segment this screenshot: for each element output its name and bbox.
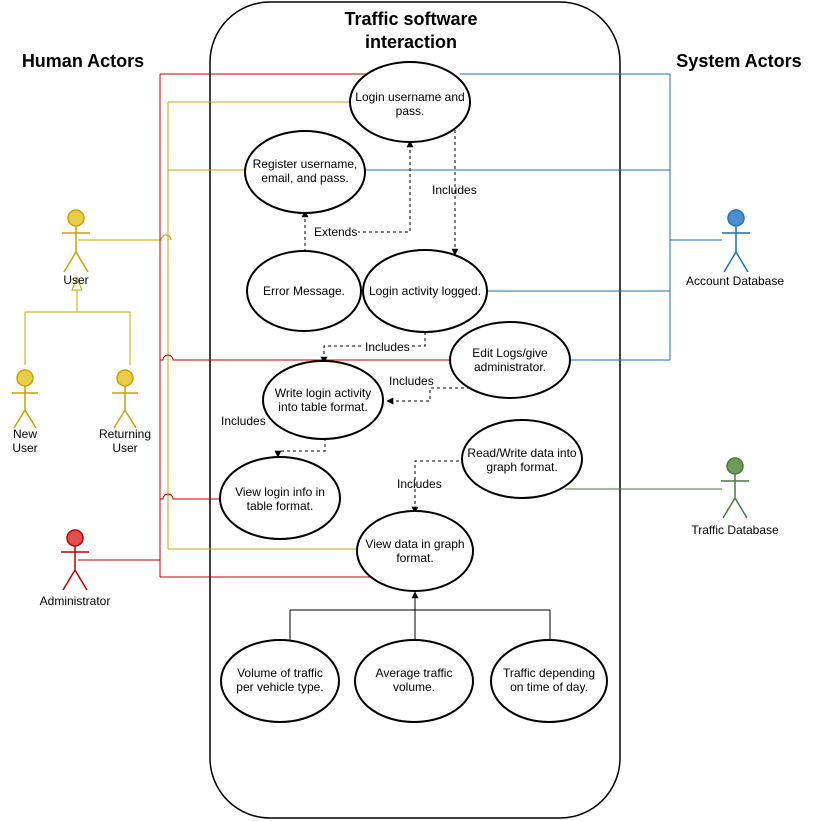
use-case-edit-logs: Edit Logs/give administrator. bbox=[449, 321, 571, 399]
use-case-error-message: Error Message. bbox=[246, 250, 362, 332]
svg-text:graph format.: graph format. bbox=[486, 460, 557, 474]
traffic-database-actor-icon bbox=[721, 457, 749, 519]
use-case-time-of-day: Traffic depending on time of day. bbox=[490, 639, 608, 723]
svg-text:Read/Write data into: Read/Write data into bbox=[467, 446, 576, 460]
svg-text:Edit Logs/give: Edit Logs/give bbox=[472, 346, 548, 360]
use-case-view-graph: View data in graph format. bbox=[356, 510, 474, 592]
returning-user-label-line1: Returning bbox=[99, 427, 151, 441]
traffic-database-label: Traffic Database bbox=[691, 523, 779, 537]
svg-text:Error Message.: Error Message. bbox=[263, 284, 345, 298]
svg-text:Traffic depending: Traffic depending bbox=[503, 666, 595, 680]
use-case-average-volume: Average traffic volume. bbox=[354, 639, 474, 723]
svg-text:volume.: volume. bbox=[393, 680, 435, 694]
includes-label-2: Includes bbox=[365, 340, 410, 354]
includes-label-4: Includes bbox=[221, 414, 266, 428]
user-associations bbox=[78, 101, 358, 550]
system-actors-header: System Actors bbox=[676, 51, 801, 71]
extends-label: Extends bbox=[314, 225, 357, 239]
includes-label-3: Includes bbox=[389, 374, 434, 388]
svg-text:per vehicle type.: per vehicle type. bbox=[236, 680, 323, 694]
system-title-line1: Traffic software bbox=[344, 9, 477, 29]
account-db-associations bbox=[365, 73, 722, 361]
subtype-tree bbox=[289, 591, 551, 640]
svg-text:Login activity logged.: Login activity logged. bbox=[369, 284, 481, 298]
new-user-actor-icon bbox=[12, 369, 38, 429]
human-actors-header: Human Actors bbox=[22, 51, 144, 71]
returning-user-actor-icon bbox=[112, 369, 138, 429]
svg-text:into table format.: into table format. bbox=[278, 400, 367, 414]
svg-text:Volume of traffic: Volume of traffic bbox=[237, 666, 323, 680]
svg-text:Write login activity: Write login activity bbox=[275, 386, 371, 400]
administrator-label: Administrator bbox=[40, 594, 111, 608]
includes-label-1: Includes bbox=[432, 183, 477, 197]
svg-text:on time of day.: on time of day. bbox=[510, 680, 588, 694]
administrator-associations bbox=[78, 73, 450, 578]
svg-text:Register username,: Register username, bbox=[253, 157, 358, 171]
new-user-label-line2: User bbox=[12, 441, 37, 455]
includes-label-2-bg bbox=[363, 340, 411, 354]
extends-label-bg bbox=[312, 224, 358, 238]
account-database-label: Account Database bbox=[686, 274, 784, 288]
svg-text:Login username and: Login username and bbox=[355, 90, 464, 104]
use-case-volume-per-vehicle: Volume of traffic per vehicle type. bbox=[220, 639, 340, 723]
use-case-login: Login username and pass. bbox=[349, 61, 471, 143]
user-actor-label: User bbox=[63, 273, 88, 287]
svg-text:email, and pass.: email, and pass. bbox=[261, 171, 348, 185]
returning-user-label-line2: User bbox=[112, 441, 137, 455]
use-case-write-table: Write login activity into table format. bbox=[262, 360, 384, 440]
account-database-actor-icon bbox=[722, 209, 750, 273]
administrator-actor-icon bbox=[61, 529, 89, 591]
use-case-register: Register username, email, and pass. bbox=[244, 130, 366, 214]
dashed-relations bbox=[274, 130, 470, 514]
includes-label-5: Includes bbox=[397, 477, 442, 491]
svg-text:format.: format. bbox=[396, 551, 433, 565]
user-actor-icon bbox=[62, 209, 90, 273]
use-case-view-table: View login info in table format. bbox=[219, 456, 341, 540]
system-title-line2: interaction bbox=[365, 32, 457, 52]
generalization-arrows bbox=[24, 276, 131, 365]
new-user-label-line1: New bbox=[13, 427, 37, 441]
use-case-login-activity-logged: Login activity logged. bbox=[362, 249, 488, 333]
svg-text:View data in graph: View data in graph bbox=[365, 537, 464, 551]
system-boundary bbox=[209, 1, 621, 819]
svg-text:table format.: table format. bbox=[247, 499, 314, 513]
svg-text:administrator.: administrator. bbox=[474, 360, 546, 374]
use-case-read-write-graph: Read/Write data into graph format. bbox=[461, 419, 583, 499]
svg-text:pass.: pass. bbox=[396, 104, 425, 118]
svg-text:View login info in: View login info in bbox=[235, 485, 325, 499]
svg-text:Average traffic: Average traffic bbox=[376, 666, 453, 680]
